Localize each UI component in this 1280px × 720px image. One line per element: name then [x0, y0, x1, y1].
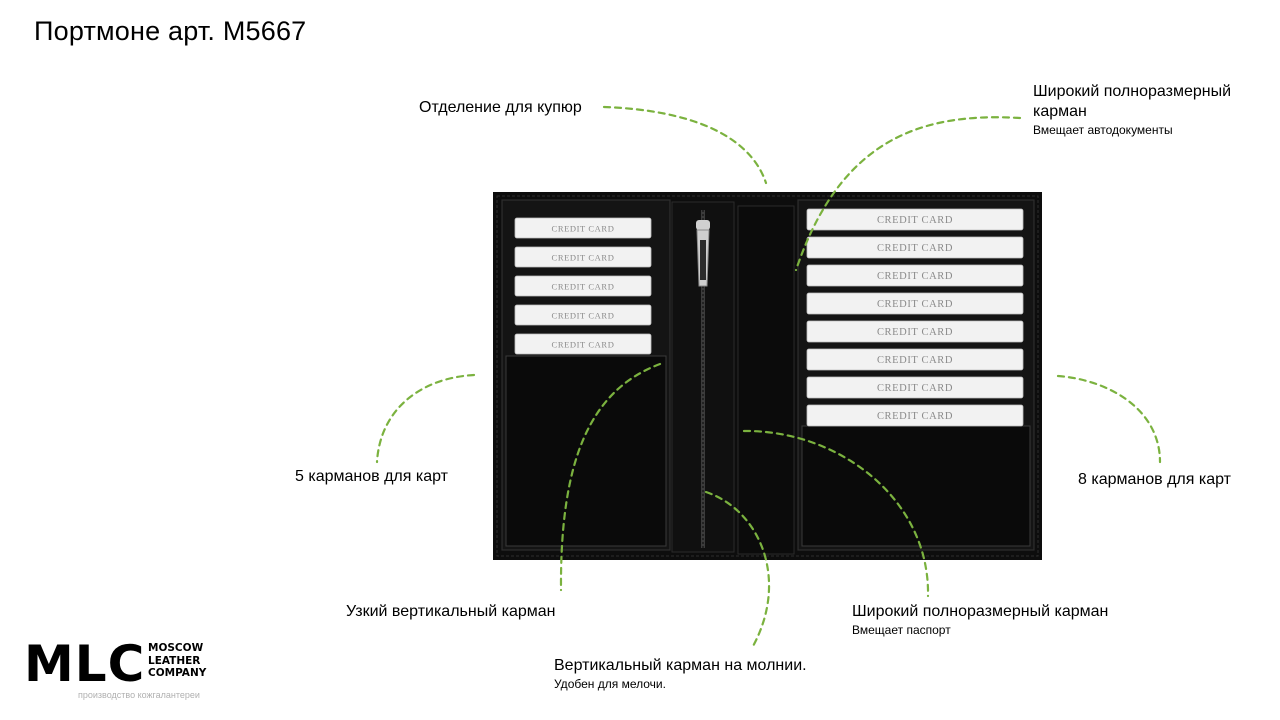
callout-wide-pocket-top: Широкий полноразмерный карман Вмещает ав… [1033, 82, 1273, 138]
callout-cards-5: 5 карманов для карт [295, 467, 448, 487]
callout-zip-vertical-subtitle: Удобен для мелочи. [554, 677, 666, 691]
leader-wide-pocket-bottom [742, 429, 930, 598]
callout-zip-vertical-title: Вертикальный карман на молнии. [554, 657, 807, 674]
right-credit-card [806, 348, 1024, 371]
left-credit-card [514, 275, 652, 297]
callout-wide-pocket-top-title: Широкий полноразмерный карман [1033, 83, 1232, 120]
left-credit-card-label: CREDIT CARD [552, 340, 615, 350]
right-credit-card [806, 208, 1024, 231]
logo-word-3: COMPANY [148, 667, 207, 679]
callout-bill-compartment: Отделение для купюр [419, 98, 582, 118]
leader-cards-5 [375, 373, 476, 464]
left-credit-card [514, 217, 652, 239]
callout-wide-pocket-top-subtitle: Вмещает автодокументы [1033, 123, 1173, 137]
left-credit-card [514, 333, 652, 355]
left-credit-card-label: CREDIT CARD [552, 224, 615, 234]
left-card-stack: CREDIT CARD CREDIT CARD CREDIT CARD CREDIT … [514, 217, 652, 355]
left-credit-card-label: CREDIT CARD [552, 253, 615, 263]
callout-cards-5-title: 5 карманов для карт [295, 468, 448, 485]
narrow-vertical-pocket [737, 205, 795, 555]
page-title: Портмоне арт. М5667 [34, 16, 307, 46]
right-credit-card [806, 404, 1024, 427]
brand-logo: MLC MOSCOW LEATHER COMPANY производство … [24, 636, 224, 706]
callout-cards-8-title: 8 карманов для карт [1078, 471, 1231, 488]
logo-mark: MLC [24, 635, 146, 693]
callout-narrow-vertical: Узкий вертикальный карман [346, 602, 555, 622]
left-credit-card [514, 304, 652, 326]
left-credit-card-label: CREDIT CARD [552, 282, 615, 292]
callout-wide-pocket-bottom-subtitle: Вмещает паспорт [852, 623, 951, 637]
callout-wide-pocket-bottom: Широкий полноразмерный карман Вмещает па… [852, 602, 1108, 638]
right-credit-card-label: CREDIT CARD [877, 271, 953, 282]
right-credit-card-label: CREDIT CARD [877, 327, 953, 338]
leader-bill-compartment [602, 105, 768, 185]
right-credit-card-label: CREDIT CARD [877, 215, 953, 226]
logo-wordmark: MOSCOW LEATHER COMPANY [148, 642, 206, 680]
leader-cards-8 [1056, 374, 1162, 464]
left-credit-card-label: CREDIT CARD [552, 311, 615, 321]
right-card-stack: CREDIT CARD CREDIT CARD CREDIT CARD CREDIT … [806, 208, 1024, 427]
right-credit-card [806, 292, 1024, 315]
right-credit-card [806, 320, 1024, 343]
right-credit-card [806, 264, 1024, 287]
right-lower-pocket [801, 425, 1031, 547]
callout-wide-pocket-bottom-title: Широкий полноразмерный карман [852, 603, 1109, 620]
logo-word-1: MOSCOW [148, 642, 204, 654]
right-credit-card [806, 236, 1024, 259]
callout-cards-8: 8 карманов для карт [1078, 470, 1231, 490]
logo-tagline: производство кожгалантереи [78, 690, 200, 700]
logo-word-2: LEATHER [148, 654, 201, 667]
right-credit-card-label: CREDIT CARD [877, 243, 953, 254]
right-credit-card-label: CREDIT CARD [877, 383, 953, 394]
leader-zip-vertical [704, 490, 771, 650]
callout-narrow-vertical-title: Узкий вертикальный карман [346, 603, 556, 620]
leader-wide-pocket-top [794, 116, 1022, 272]
zipper-pull [696, 220, 710, 287]
right-credit-card-label: CREDIT CARD [877, 411, 953, 422]
right-credit-card-label: CREDIT CARD [877, 355, 953, 366]
left-credit-card [514, 246, 652, 268]
right-credit-card [806, 376, 1024, 399]
leader-narrow-vertical [559, 362, 662, 592]
callout-bill-compartment-title: Отделение для купюр [419, 99, 582, 116]
callout-zip-vertical: Вертикальный карман на молнии. Удобен дл… [554, 656, 807, 692]
right-credit-card-label: CREDIT CARD [877, 299, 953, 310]
left-lower-pocket [505, 355, 667, 547]
